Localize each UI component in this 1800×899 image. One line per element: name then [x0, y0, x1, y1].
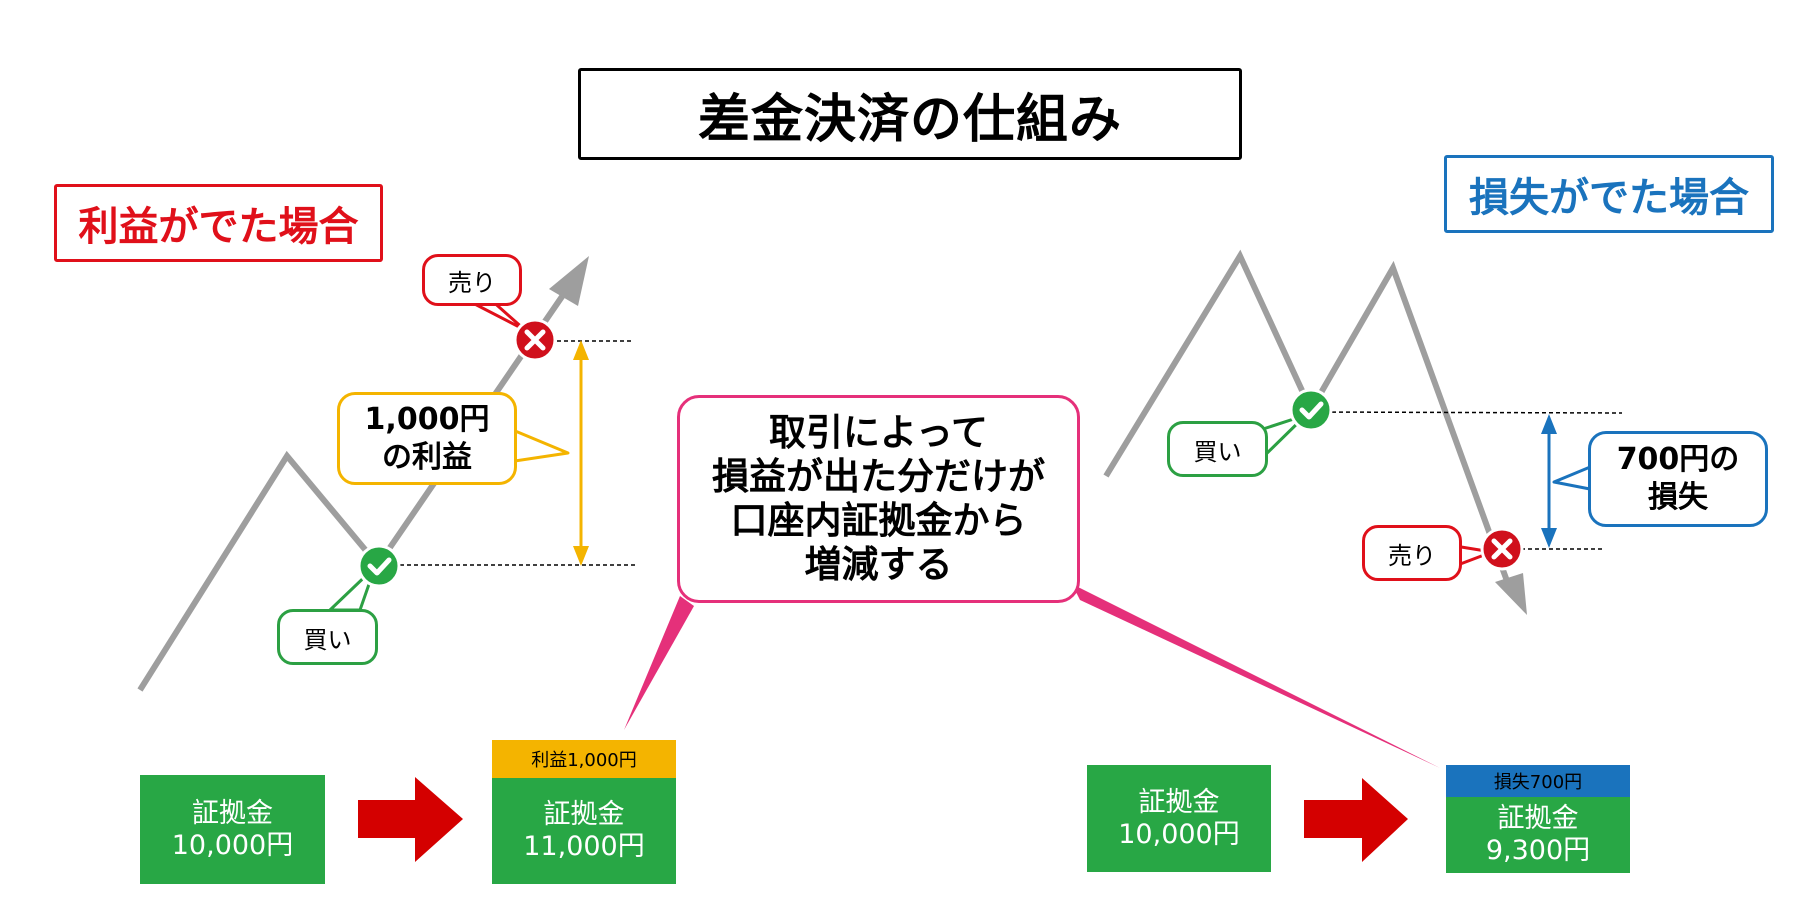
center-note-line3: 口座内証拠金から	[730, 499, 1027, 542]
loss-buy-marker-icon	[1289, 388, 1333, 432]
profit-sell-label: 売り	[448, 268, 496, 297]
profit-after-line1: 証拠金	[543, 799, 625, 830]
profit-buy-label: 買い	[303, 625, 352, 654]
loss-after-line1: 証拠金	[1497, 803, 1579, 834]
profit-margin-after: 証拠金 11,000円	[492, 778, 676, 884]
profit-after-line2: 11,000円	[523, 831, 645, 862]
loss-flow-arrow	[1304, 778, 1408, 862]
loss-range-arrowhead-top	[1541, 414, 1557, 434]
profit-gain-bubble: 1,000円 の利益	[337, 392, 517, 485]
loss-buy-level	[1310, 411, 1623, 414]
loss-buy-bubble: 買い	[1167, 421, 1268, 477]
loss-after-line2: 9,300円	[1485, 835, 1591, 866]
loss-range-line1: 700円の	[1616, 442, 1740, 477]
center-note-line2: 損益が出た分だけが	[712, 455, 1045, 498]
loss-range-bubble: 700円の 損失	[1588, 431, 1768, 527]
loss-range-line2: 損失	[1648, 480, 1708, 515]
page-title: 差金決済の仕組み	[578, 68, 1242, 160]
profit-gain-line1: 1,000円	[364, 401, 490, 437]
profit-range-arrowhead-top	[573, 340, 589, 360]
profit-gain-bubble-tail	[506, 426, 570, 464]
profit-range-arrowhead-bottom	[573, 546, 589, 566]
profit-before-line2: 10,000円	[171, 829, 294, 861]
profit-gain-line2: の利益	[382, 439, 472, 475]
loss-price-arrowhead	[1495, 573, 1527, 615]
loss-buy-label: 買い	[1193, 437, 1242, 466]
profit-price-arrowhead	[549, 256, 589, 306]
profit-case-heading: 利益がでた場合	[54, 184, 383, 262]
note-pointer-right	[1072, 584, 1440, 768]
profit-buy-bubble: 買い	[277, 609, 378, 665]
loss-before-line1: 証拠金	[1138, 786, 1220, 818]
center-note-line1: 取引によって	[768, 411, 989, 454]
loss-margin-after: 証拠金 9,300円	[1446, 797, 1630, 873]
center-note-line4: 増減する	[804, 543, 953, 586]
profit-before-line1: 証拠金	[191, 797, 273, 829]
profit-flow-arrow	[358, 777, 463, 862]
loss-sell-label: 売り	[1388, 541, 1436, 570]
profit-buy-marker-icon	[357, 544, 401, 588]
loss-sell-marker-icon	[1480, 527, 1524, 571]
loss-strip: 損失700円	[1446, 765, 1630, 797]
loss-sell-bubble: 売り	[1362, 525, 1462, 581]
loss-range-arrowhead-bottom	[1541, 528, 1557, 548]
note-pointer-left	[624, 596, 694, 730]
profit-sell-marker-icon	[513, 318, 557, 362]
loss-before-line2: 10,000円	[1118, 818, 1240, 850]
profit-gain-strip: 利益1,000円	[492, 740, 676, 778]
center-note-bubble: 取引によって 損益が出た分だけが 口座内証拠金から 増減する	[677, 395, 1080, 603]
loss-margin-before: 証拠金 10,000円	[1087, 765, 1271, 872]
profit-margin-before: 証拠金 10,000円	[140, 775, 325, 884]
loss-case-heading: 損失がでた場合	[1444, 155, 1774, 233]
profit-sell-bubble: 売り	[422, 254, 522, 306]
